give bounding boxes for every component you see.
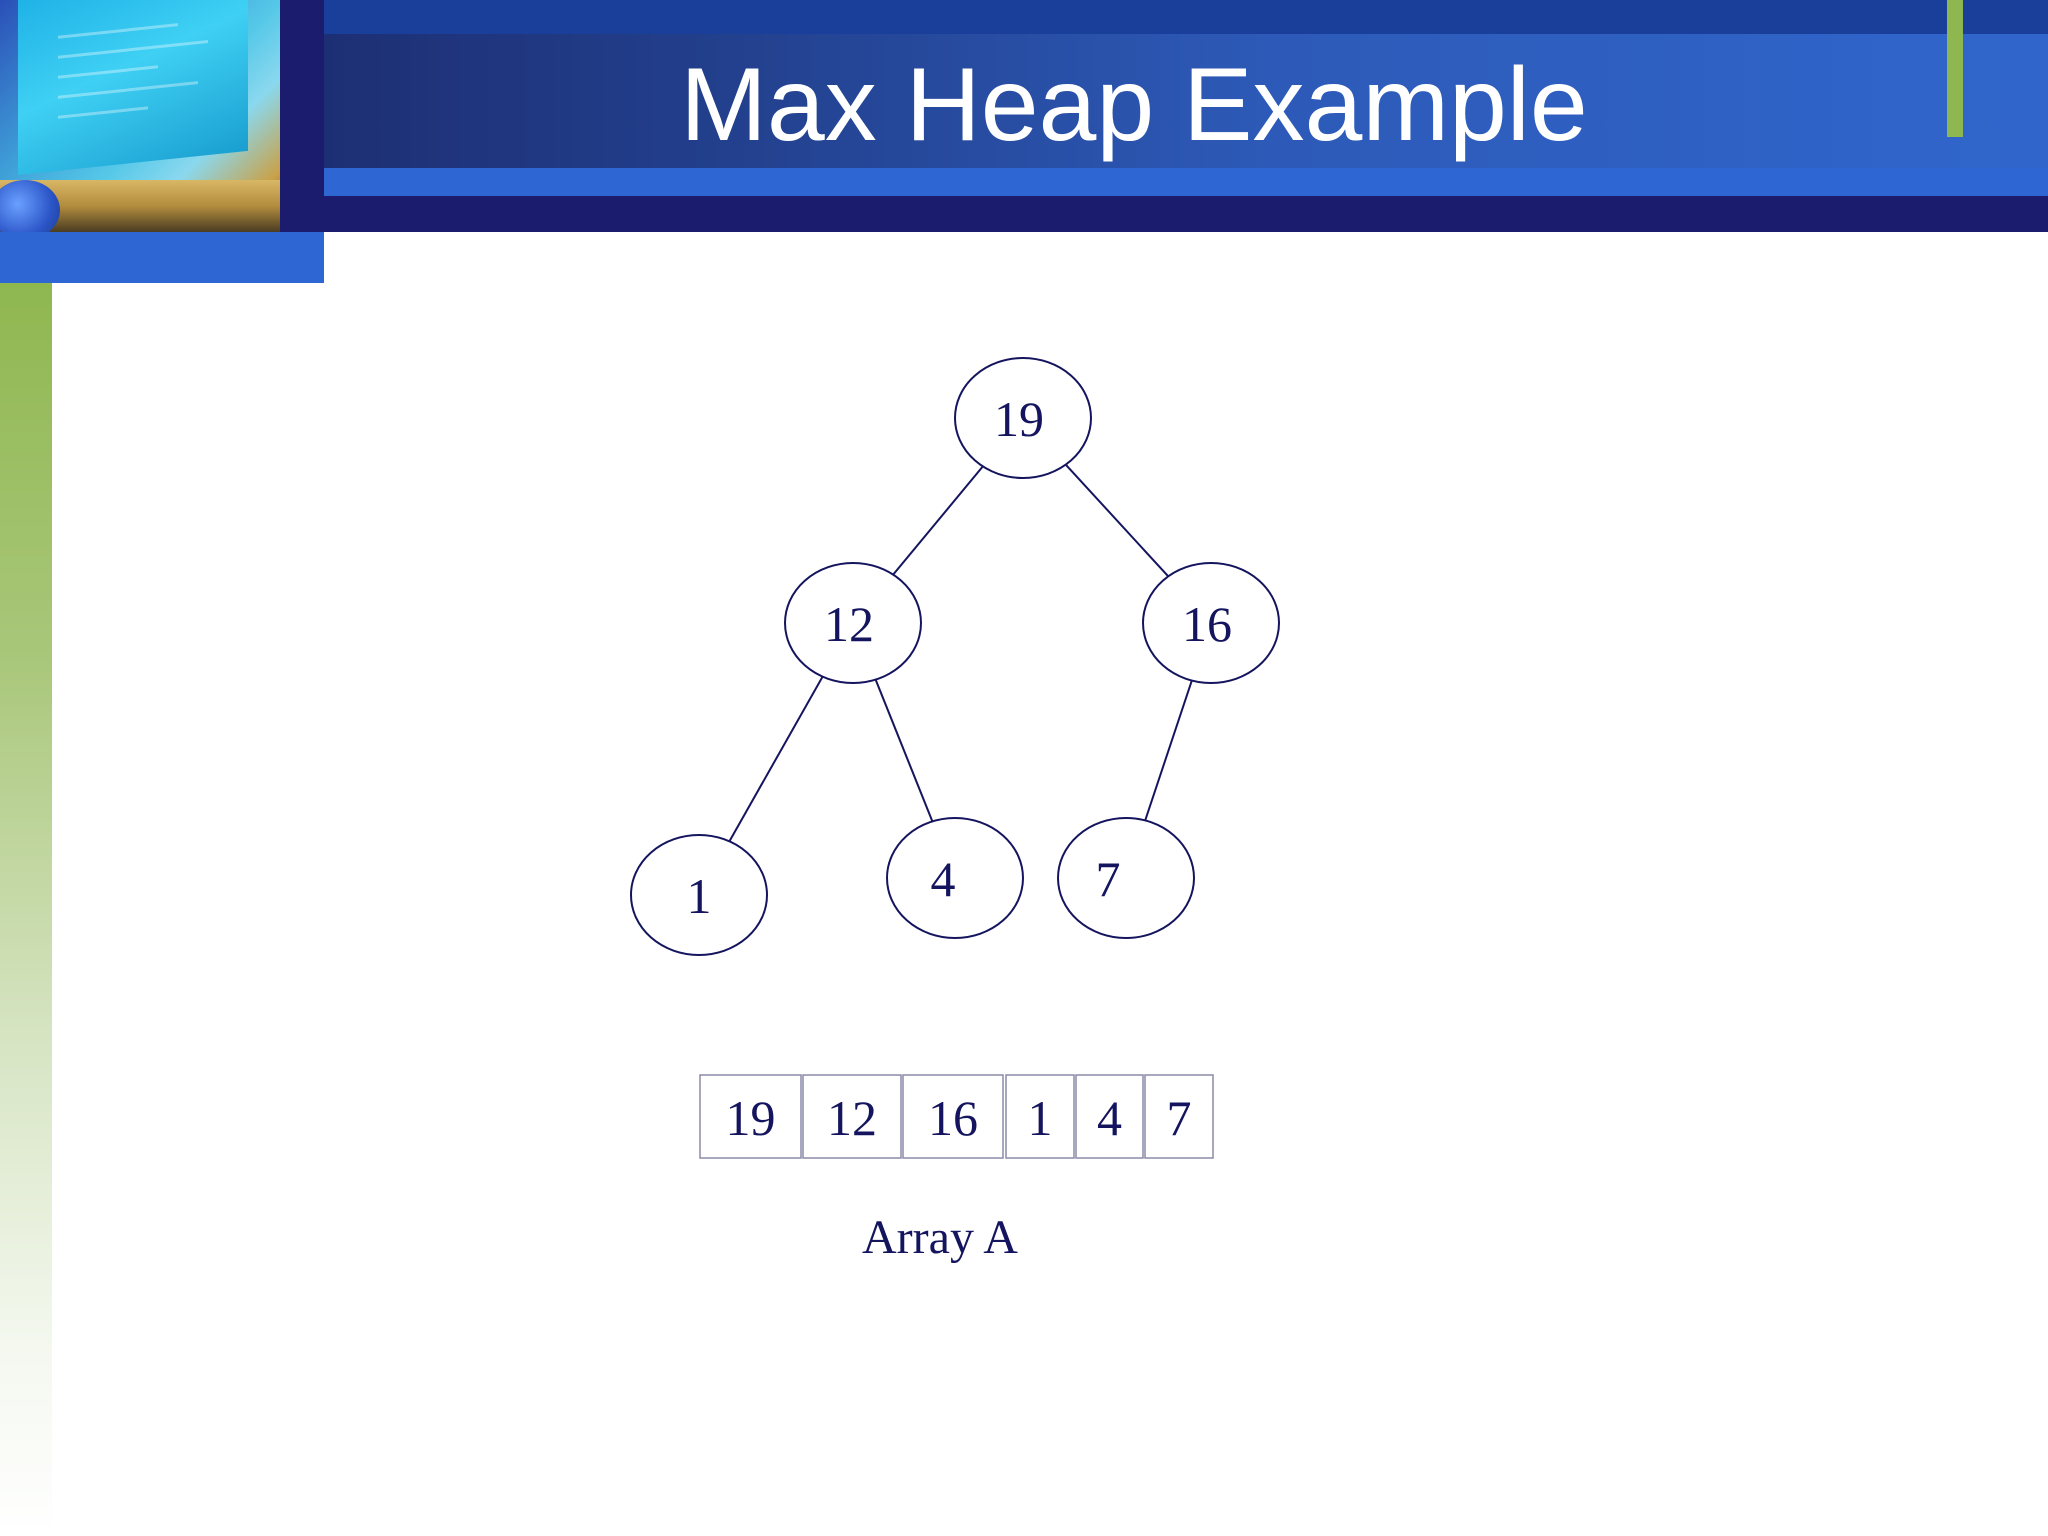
node-label: 19 bbox=[994, 391, 1044, 447]
heap-node-1: 1 bbox=[630, 834, 768, 956]
array-cell-value: 7 bbox=[1167, 1090, 1192, 1146]
edge-n12-n4 bbox=[874, 679, 934, 822]
heap-node-19: 19 bbox=[954, 357, 1092, 479]
array-cell-value: 4 bbox=[1097, 1090, 1122, 1146]
heap-node-4: 4 bbox=[886, 817, 1024, 939]
array-cell-box bbox=[902, 1074, 1004, 1159]
heap-node-12: 12 bbox=[784, 562, 922, 684]
monitor-knob bbox=[0, 180, 60, 232]
header-lower-stripe bbox=[324, 168, 2048, 196]
array-cell-value: 19 bbox=[726, 1090, 776, 1146]
node-label: 4 bbox=[931, 851, 956, 907]
array-cell: 12 bbox=[802, 1074, 902, 1159]
green-gradient-sidebar bbox=[0, 283, 52, 1536]
edge-n12-n1 bbox=[728, 676, 824, 842]
header-top-stripe bbox=[324, 0, 2048, 34]
array-cell-box bbox=[1144, 1074, 1214, 1159]
node-circle bbox=[784, 562, 922, 684]
node-label: 7 bbox=[1096, 851, 1121, 907]
array-cell: 4 bbox=[1075, 1074, 1144, 1159]
slide-title: Max Heap Example bbox=[680, 47, 1588, 163]
tree-edges bbox=[728, 463, 1193, 842]
heap-node-7: 7 bbox=[1057, 817, 1195, 939]
edge-n16-n7 bbox=[1144, 680, 1193, 821]
node-label: 16 bbox=[1182, 596, 1232, 652]
title-header-band bbox=[324, 0, 2048, 232]
array-cell-box bbox=[1075, 1074, 1144, 1159]
node-circle bbox=[630, 834, 768, 956]
array-cell: 7 bbox=[1144, 1074, 1214, 1159]
array-cell-value: 16 bbox=[928, 1090, 978, 1146]
edge-n19-n12 bbox=[892, 465, 984, 576]
node-circle bbox=[1057, 817, 1195, 939]
array-cell-box bbox=[802, 1074, 902, 1159]
node-circle bbox=[1142, 562, 1280, 684]
array-cell-value: 12 bbox=[827, 1090, 877, 1146]
green-accent-tick bbox=[1947, 0, 1963, 137]
array-cell: 1 bbox=[1005, 1074, 1075, 1159]
node-circle bbox=[886, 817, 1024, 939]
edge-n19-n16 bbox=[1065, 463, 1169, 578]
node-circle bbox=[954, 357, 1092, 479]
array-cell-value: 1 bbox=[1028, 1090, 1053, 1146]
tree-nodes: 19 12 16 1 4 7 bbox=[630, 357, 1280, 956]
photo-frame-divider bbox=[280, 0, 324, 232]
header-main-stripe bbox=[324, 34, 2048, 168]
array-cell: 16 bbox=[902, 1074, 1004, 1159]
array-caption: Array A bbox=[862, 1211, 1018, 1264]
array-cell: 19 bbox=[699, 1074, 802, 1159]
blue-accent-block bbox=[0, 232, 324, 283]
heap-node-16: 16 bbox=[1142, 562, 1280, 684]
array-cell-box bbox=[1005, 1074, 1075, 1159]
node-label: 12 bbox=[824, 596, 874, 652]
computer-monitor-photo bbox=[0, 0, 280, 232]
array-cell-box bbox=[699, 1074, 802, 1159]
node-label: 1 bbox=[687, 868, 712, 924]
